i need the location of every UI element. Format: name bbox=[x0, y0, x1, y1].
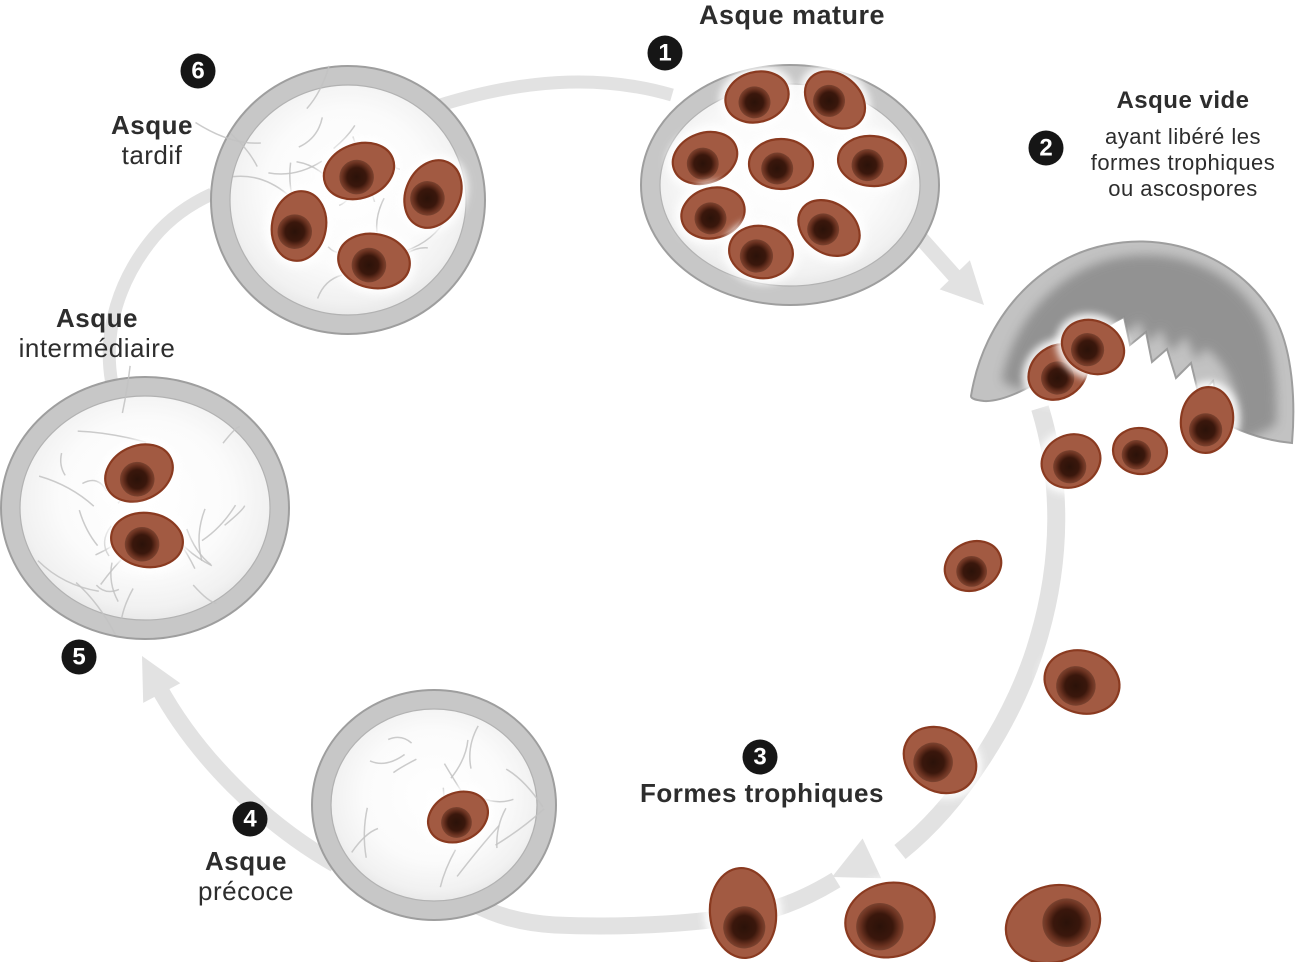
trophic-cell bbox=[1107, 421, 1173, 481]
stage-1-badge: 1 bbox=[647, 35, 683, 71]
stage-5-badge: 5 bbox=[61, 639, 97, 675]
trophic-cell bbox=[1174, 381, 1240, 459]
filament bbox=[38, 475, 95, 507]
stage-6-subtitle: tardif bbox=[121, 140, 183, 170]
arrowhead-to-stage-5 bbox=[142, 656, 181, 703]
stage-2-title: Asque vide bbox=[1116, 87, 1250, 114]
filament bbox=[456, 825, 500, 877]
stage-2-subtitle-line-2: formes trophiques bbox=[1090, 150, 1276, 175]
trophic-cell bbox=[105, 506, 189, 574]
trophic-cell bbox=[999, 878, 1107, 962]
trophic-cell bbox=[723, 219, 799, 285]
trophic-cell bbox=[938, 535, 1008, 597]
stage-5-number: 5 bbox=[72, 643, 86, 670]
filament bbox=[450, 739, 469, 779]
empty-ascus-shape bbox=[969, 240, 1295, 445]
filament bbox=[192, 584, 217, 605]
filament bbox=[195, 121, 261, 144]
band-6-to-1 bbox=[422, 75, 674, 117]
trophic-cell bbox=[897, 720, 983, 800]
stage-2-label: Asque vide ayant libéré les formes troph… bbox=[1048, 86, 1300, 202]
filament bbox=[298, 117, 324, 148]
stage-5-subtitle: intermédiaire bbox=[18, 333, 176, 363]
stage-4-subtitle: précoce bbox=[198, 876, 294, 906]
stage-4-title: Asque bbox=[205, 846, 287, 876]
filament bbox=[120, 588, 134, 619]
arrowhead-to-stage-2 bbox=[939, 260, 984, 305]
stage-5-title: Asque bbox=[56, 303, 138, 333]
trophic-cell bbox=[832, 129, 912, 193]
filament bbox=[392, 758, 417, 774]
stage-3-number: 3 bbox=[753, 743, 767, 770]
trophic-cell bbox=[675, 181, 751, 245]
trophic-cell bbox=[332, 227, 416, 295]
stage-3-title: Formes trophiques bbox=[640, 778, 884, 808]
trophic-cell bbox=[743, 133, 819, 195]
trophic-cell bbox=[1038, 644, 1126, 720]
filament bbox=[495, 808, 545, 846]
trophic-cell bbox=[839, 876, 941, 962]
filament bbox=[505, 768, 544, 808]
filament bbox=[110, 562, 119, 602]
trophic-cell bbox=[1035, 428, 1107, 494]
trophic-cell bbox=[265, 185, 333, 267]
trophic-cell bbox=[1056, 313, 1130, 381]
trophic-cell bbox=[317, 136, 401, 206]
stage-6-number: 6 bbox=[191, 57, 205, 84]
trophic-cell bbox=[719, 65, 795, 129]
stage-5-label: Asque intermédiaire bbox=[2, 303, 192, 363]
stage-4-badge: 4 bbox=[232, 801, 268, 837]
stage-1-label: Asque mature bbox=[642, 0, 942, 30]
stage-1-title: Asque mature bbox=[698, 0, 886, 30]
filament bbox=[268, 160, 323, 175]
filament bbox=[363, 807, 369, 858]
filament bbox=[469, 725, 479, 769]
filament bbox=[59, 452, 66, 476]
band-3-to-4 bbox=[468, 872, 841, 935]
stage-1-number: 1 bbox=[658, 39, 672, 66]
trophic-cell bbox=[99, 438, 179, 508]
stage-2-subtitle-line-1: ayant libéré les bbox=[1105, 124, 1261, 149]
filament bbox=[222, 425, 240, 444]
filament bbox=[439, 849, 457, 888]
stage-2-number: 2 bbox=[1039, 134, 1053, 161]
filament bbox=[369, 753, 406, 765]
stage-4-label: Asque précoce bbox=[146, 846, 346, 906]
stage-6-title: Asque bbox=[111, 110, 193, 140]
filament bbox=[201, 504, 237, 542]
filament bbox=[186, 528, 212, 566]
trophic-cell bbox=[799, 65, 871, 135]
filament bbox=[230, 132, 258, 167]
filament bbox=[121, 365, 131, 414]
filament bbox=[78, 509, 99, 547]
trophic-cell bbox=[398, 154, 468, 234]
stage-3-label: Formes trophiques bbox=[612, 778, 912, 808]
stage-2-badge: 2 bbox=[1028, 130, 1064, 166]
stage-4-number: 4 bbox=[243, 805, 257, 832]
trophic-cell bbox=[422, 785, 494, 849]
filament bbox=[232, 175, 288, 195]
trophic-cell bbox=[792, 194, 866, 262]
stage-6-badge: 6 bbox=[180, 53, 216, 89]
trophic-cell bbox=[703, 862, 783, 962]
band-4-to-5 bbox=[150, 681, 340, 872]
stage-2-subtitle-line-3: ou ascospores bbox=[1108, 176, 1258, 201]
filament bbox=[387, 736, 413, 744]
stage-3-badge: 3 bbox=[742, 739, 778, 775]
filament bbox=[306, 65, 330, 110]
arrowhead-to-stage-4 bbox=[832, 838, 882, 879]
filament bbox=[198, 508, 206, 562]
filament bbox=[95, 584, 120, 593]
stage-6-label: Asque tardif bbox=[62, 110, 242, 170]
band-5-to-6 bbox=[102, 188, 215, 386]
filament bbox=[37, 560, 99, 592]
filament bbox=[224, 505, 246, 526]
trophic-cell bbox=[666, 125, 744, 191]
filament bbox=[496, 807, 507, 849]
